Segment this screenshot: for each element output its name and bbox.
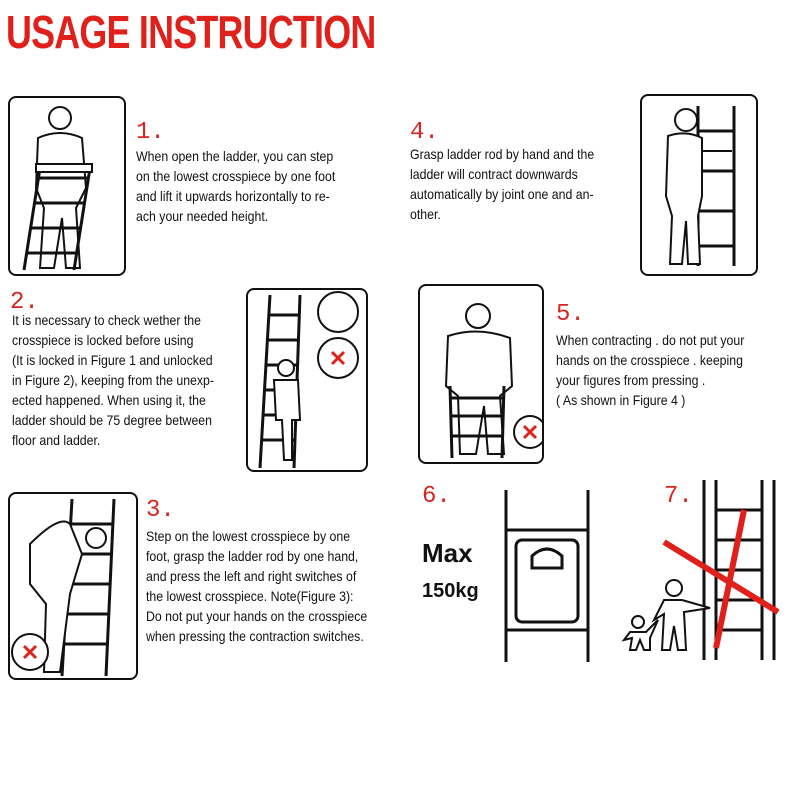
prohibited-x-icon xyxy=(522,424,538,440)
max-label: Max xyxy=(422,538,473,568)
max-value: 150kg xyxy=(422,580,479,602)
step-6-number: 6. xyxy=(422,483,451,510)
child-icon xyxy=(621,579,711,651)
step-1-text: When open the ladder, you can step on th… xyxy=(136,148,336,224)
prohibited-x-icon xyxy=(330,350,346,366)
step-5-number: 5. xyxy=(556,301,585,328)
figure-step-1 xyxy=(8,96,126,276)
person-ladder-icon xyxy=(664,106,736,266)
step-1-number: 1. xyxy=(136,119,165,146)
prohibited-x-icon xyxy=(22,644,38,660)
step-2-number: 2. xyxy=(10,289,39,316)
figure-step-3 xyxy=(8,492,138,680)
step-7-number: 7. xyxy=(664,483,693,510)
step-4-text: Grasp ladder rod by hand and the ladder … xyxy=(410,146,595,222)
step-5-text: When contracting . do not put your hands… xyxy=(556,332,745,408)
prohibited-x-icon xyxy=(662,509,780,649)
person-ladder-icon xyxy=(444,303,542,459)
person-ladder-icon xyxy=(11,498,116,677)
ladder-lock-icon xyxy=(258,291,359,469)
person-ladder-icon xyxy=(22,106,93,271)
weight-icon xyxy=(504,490,590,662)
figure-step-2 xyxy=(246,288,368,472)
child-ladder-warning-icon xyxy=(621,480,780,660)
step-2-text: It is necessary to check wether the cros… xyxy=(12,312,215,448)
figure-step-4 xyxy=(640,94,758,276)
step-3-number: 3. xyxy=(146,497,175,524)
step-3-text: Step on the lowest crosspiece by one foo… xyxy=(146,528,368,644)
step-4-number: 4. xyxy=(410,119,439,146)
page-title: USAGE INSTRUCTION xyxy=(6,6,376,58)
figure-step-5 xyxy=(418,284,544,464)
